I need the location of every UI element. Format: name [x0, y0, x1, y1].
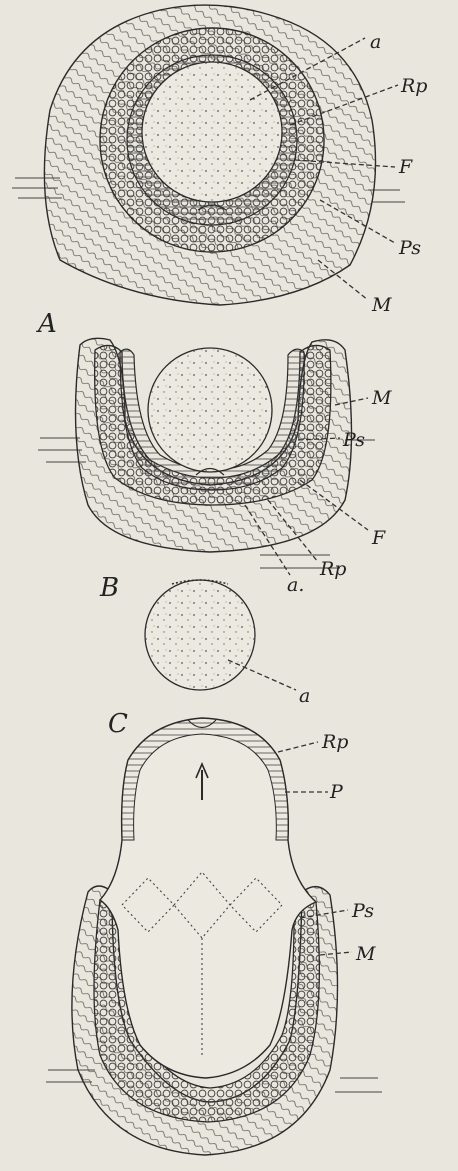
- panel-b-label: B: [99, 573, 119, 603]
- callout-b-m: M: [371, 387, 392, 409]
- callout-d-ps: Ps: [351, 900, 374, 922]
- callout-d-rp: Rp: [321, 731, 348, 753]
- callout-a-rp: Rp: [400, 75, 427, 97]
- callout-a-a: a: [370, 31, 381, 53]
- panel-c: a C: [108, 580, 310, 739]
- panel-c-ovum-stipple: [145, 580, 255, 690]
- callout-a-ps: Ps: [398, 237, 421, 259]
- panel-d: Rp P Ps M: [46, 718, 382, 1155]
- callout-d-p: P: [329, 781, 344, 803]
- panel-b: M Ps F Rp a. B: [38, 338, 392, 603]
- callout-b-f: F: [371, 527, 386, 549]
- panel-a-label: A: [36, 309, 57, 339]
- callout-d-m: M: [355, 943, 376, 965]
- panel-a-ovum-stipple: [142, 62, 282, 202]
- panel-b-ovum-stipple: [148, 348, 272, 472]
- callout-a-f: F: [398, 156, 413, 178]
- panel-c-label: C: [108, 709, 128, 739]
- callout-b-a: a.: [287, 574, 304, 596]
- callout-c-a: a: [299, 685, 310, 707]
- callout-b-ps: Ps: [342, 429, 365, 451]
- callout-b-rp: Rp: [319, 558, 346, 580]
- callout-a-m: M: [371, 294, 392, 316]
- panel-a: a Rp F Ps M A: [12, 5, 427, 339]
